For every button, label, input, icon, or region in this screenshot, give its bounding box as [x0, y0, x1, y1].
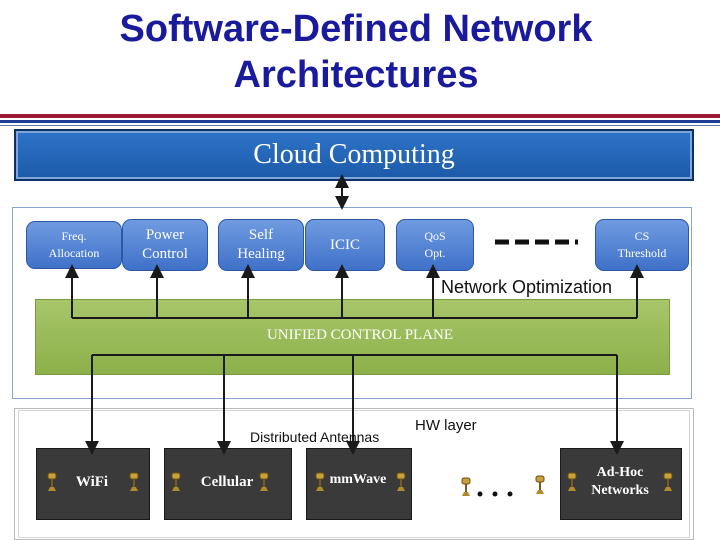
divider-red: [0, 114, 720, 118]
wifi-label: WiFi: [75, 474, 109, 490]
antenna-icon: [47, 472, 673, 497]
title-line-2: Architectures: [233, 54, 479, 96]
cloud-computing-bar: Cloud Computing: [14, 129, 694, 181]
ad-hoc-line1: Ad-Hoc: [596, 465, 644, 480]
freq-allocation-line2: Allocation: [48, 246, 100, 260]
title-line-1: Software-Defined Network: [119, 8, 593, 50]
ad-hoc-line2: Networks: [591, 483, 649, 498]
control-plane-label: UNIFIED CONTROL PLANE: [266, 327, 454, 343]
self-healing-box: Self Healing: [218, 219, 304, 271]
power-control-line2: Control: [142, 246, 188, 262]
qos-opt-line1: QoS: [424, 229, 446, 243]
lower-arrows: [85, 355, 624, 455]
power-control-line1: Power: [145, 227, 185, 243]
qos-opt-line2: Opt.: [424, 246, 446, 260]
upper-arrows: [65, 264, 644, 318]
divider-thin: [0, 125, 720, 126]
qos-opt-box: QoS Opt.: [396, 219, 474, 271]
hw-layer-label: HW layer: [415, 417, 477, 434]
power-control-box: Power Control: [122, 219, 208, 271]
freq-allocation-line1: Freq.: [61, 229, 87, 243]
cellular-label: Cellular: [200, 474, 254, 490]
ellipsis-icon: [477, 491, 513, 497]
mmwave-label: mmWave: [329, 472, 387, 487]
wifi-box: [36, 448, 150, 520]
ad-hoc-networks-box: [560, 448, 682, 520]
network-optimization-label: Network Optimization: [441, 277, 613, 297]
divider-blue: [0, 120, 720, 123]
ad-hoc-networks-label: Ad-Hoc Networks: [560, 464, 680, 500]
freq-allocation-box: Freq. Allocation: [26, 221, 122, 269]
self-healing-line2: Healing: [237, 246, 285, 262]
icic-box: ICIC: [305, 219, 385, 271]
self-healing-line1: Self: [248, 227, 274, 243]
cs-threshold-line2: Threshold: [617, 246, 667, 260]
page-title: Software-Defined Network Architectures: [0, 6, 712, 98]
cs-threshold-line1: CS: [634, 229, 650, 243]
icic-label: ICIC: [330, 236, 360, 253]
